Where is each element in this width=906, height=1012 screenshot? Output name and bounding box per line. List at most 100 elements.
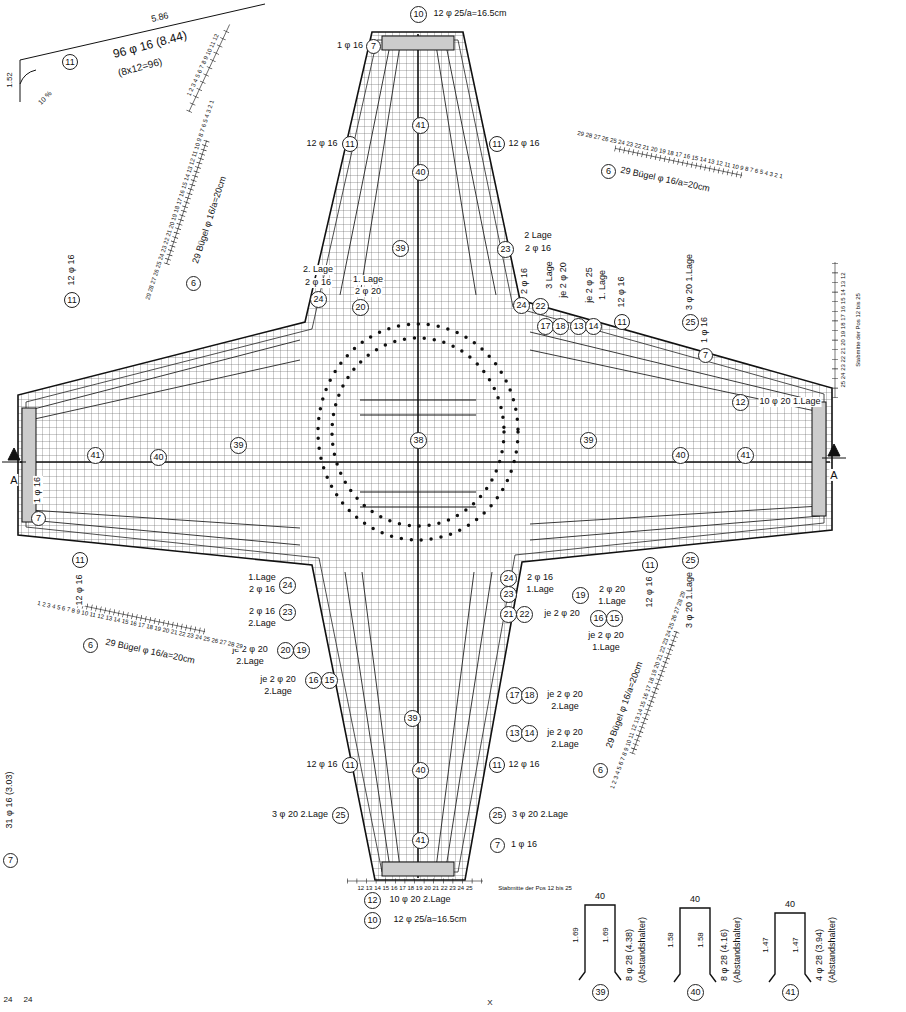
drawing-label: 10 % xyxy=(36,89,54,107)
drawing-label: 2 φ 16 xyxy=(520,267,530,295)
dimension-lines xyxy=(20,4,265,102)
callout-text: 22 xyxy=(535,302,545,311)
callout-number: 14 xyxy=(585,318,602,335)
callout-text: 10 xyxy=(413,10,423,19)
callout-text: 40 xyxy=(690,988,700,997)
drawing-label: 10 φ 20 2.Lage xyxy=(389,895,452,905)
drawing-label: 3 φ 20 1.Lage xyxy=(685,253,695,311)
callout-number: 18 xyxy=(552,318,569,335)
callout-text: 7 xyxy=(703,351,708,360)
drawing-label: 1.Lage xyxy=(525,585,555,595)
callout-number: 23 xyxy=(500,586,517,603)
callout-number: 7 xyxy=(366,39,381,54)
drawing-label: 1 φ 16 xyxy=(700,316,710,344)
drawing-label: 2 φ 20 xyxy=(598,585,626,595)
callout-text: 41 xyxy=(415,121,425,130)
callout-text: 40 xyxy=(153,453,163,462)
callout-number: 24 xyxy=(310,291,327,308)
callout-number: 41 xyxy=(737,447,754,464)
callout-text: 18 xyxy=(524,691,534,700)
drawing-label: 40 xyxy=(784,900,796,910)
callout-number: 11 xyxy=(489,757,505,773)
callout-text: 11 xyxy=(345,140,354,149)
drawing-label: 25 24 23 22 21 20 19 18 17 16 15 14 13 1… xyxy=(840,271,847,388)
callout-text: 41 xyxy=(785,988,795,997)
callout-text: 10 xyxy=(367,916,377,925)
callout-number: 25 xyxy=(682,314,699,331)
drawing-label: je 2 φ 20 xyxy=(559,261,569,298)
drawing-label: 2 φ 16 xyxy=(248,585,276,595)
callout-number: 7 xyxy=(698,348,713,363)
callout-number: 7 xyxy=(490,838,505,853)
callout-number: 11 xyxy=(489,136,505,152)
drawing-label: 2.Lage xyxy=(235,657,265,667)
callout-text: 11 xyxy=(65,58,74,67)
callout-number: 10 xyxy=(410,6,427,23)
drawing-label: 8 φ 28 (4.38) xyxy=(625,928,635,982)
callout-text: 41 xyxy=(90,451,100,460)
drawing-label: 2 φ 20 xyxy=(354,287,382,297)
callout-text: 6 xyxy=(598,766,603,775)
drawing-label: 8 φ 28 (4.16) xyxy=(720,928,730,982)
callout-number: 11 xyxy=(62,54,78,70)
callout-text: 11 xyxy=(617,318,626,327)
callout-text: 15 xyxy=(324,676,334,685)
callout-text: 23 xyxy=(282,608,292,617)
drawing-label: 1 2 3 4 5 6 7 8 9 10 11 12 xyxy=(185,32,221,98)
callout-number: 39 xyxy=(592,984,609,1001)
callout-number: 24 xyxy=(513,297,530,314)
callout-number: 39 xyxy=(580,432,597,449)
callout-text: 23 xyxy=(503,590,513,599)
callout-number: 12 xyxy=(732,394,749,411)
drawing-label: 1.69 xyxy=(602,926,611,944)
drawing-label: 31 φ 16 (3.03) xyxy=(5,771,15,830)
drawing-label: 29 Bügel φ 16/a=20cm xyxy=(191,174,229,266)
drawing-label: 1 φ 16 xyxy=(336,41,364,51)
callout-text: 13 xyxy=(509,729,519,738)
callout-text: 39 xyxy=(583,436,593,445)
callout-text: 24 xyxy=(503,574,513,583)
drawing-label: 2.Lage xyxy=(263,687,293,697)
callout-text: 41 xyxy=(740,451,750,460)
callout-number: 22 xyxy=(532,298,549,315)
callout-text: 11 xyxy=(492,761,501,770)
drawing-label: 2.Lage xyxy=(550,740,580,750)
bar-shapes xyxy=(579,905,811,982)
drawing-label: 1 φ 16 xyxy=(510,840,538,850)
callout-text: 18 xyxy=(555,322,565,331)
callout-text: 6 xyxy=(88,641,93,650)
drawing-label: 12 13 14 15 16 17 18 19 20 21 22 23 24 2… xyxy=(356,885,473,892)
callout-number: 25 xyxy=(332,807,349,824)
drawing-label: 10 φ 20 1.Lage xyxy=(759,397,822,407)
callout-number: 16 xyxy=(590,610,607,627)
drawing-label: 1.69 xyxy=(572,926,581,944)
drawing-label: je 2 φ 25 xyxy=(585,266,595,303)
drawing-label: X xyxy=(486,999,493,1008)
callout-number: 15 xyxy=(606,610,623,627)
callout-number: 25 xyxy=(682,552,699,569)
callout-number: 21 xyxy=(500,606,517,623)
callout-text: 40 xyxy=(415,766,425,775)
drawing-label: 1.Lage xyxy=(247,573,277,583)
callout-text: 11 xyxy=(75,556,84,565)
drawing-label: 1.47 xyxy=(762,936,771,954)
drawing-label: 2 φ 16 xyxy=(304,278,332,288)
pile-ring xyxy=(332,338,504,526)
drawing-label: je 2 φ 20 xyxy=(259,675,296,685)
drawing-label: (Abstandshalter) xyxy=(733,916,743,984)
callout-number: 7 xyxy=(3,853,18,868)
callout-text: 7 xyxy=(371,42,376,51)
callout-text: 39 xyxy=(595,988,605,997)
callout-text: 25 xyxy=(492,811,502,820)
callout-text: 24 xyxy=(516,301,526,310)
callout-number: 41 xyxy=(782,984,799,1001)
callout-text: 19 xyxy=(575,591,585,600)
callout-text: 40 xyxy=(415,168,425,177)
callout-text: 40 xyxy=(675,451,685,460)
callout-number: 40 xyxy=(412,164,429,181)
drawing-label: Stabmitte der Pos 12 bis 25 xyxy=(497,885,573,892)
callout-number: 39 xyxy=(392,240,409,257)
drawing-label: Stabmitte der Pos 12 bis 25 xyxy=(855,292,862,368)
callout-text: 17 xyxy=(540,322,550,331)
